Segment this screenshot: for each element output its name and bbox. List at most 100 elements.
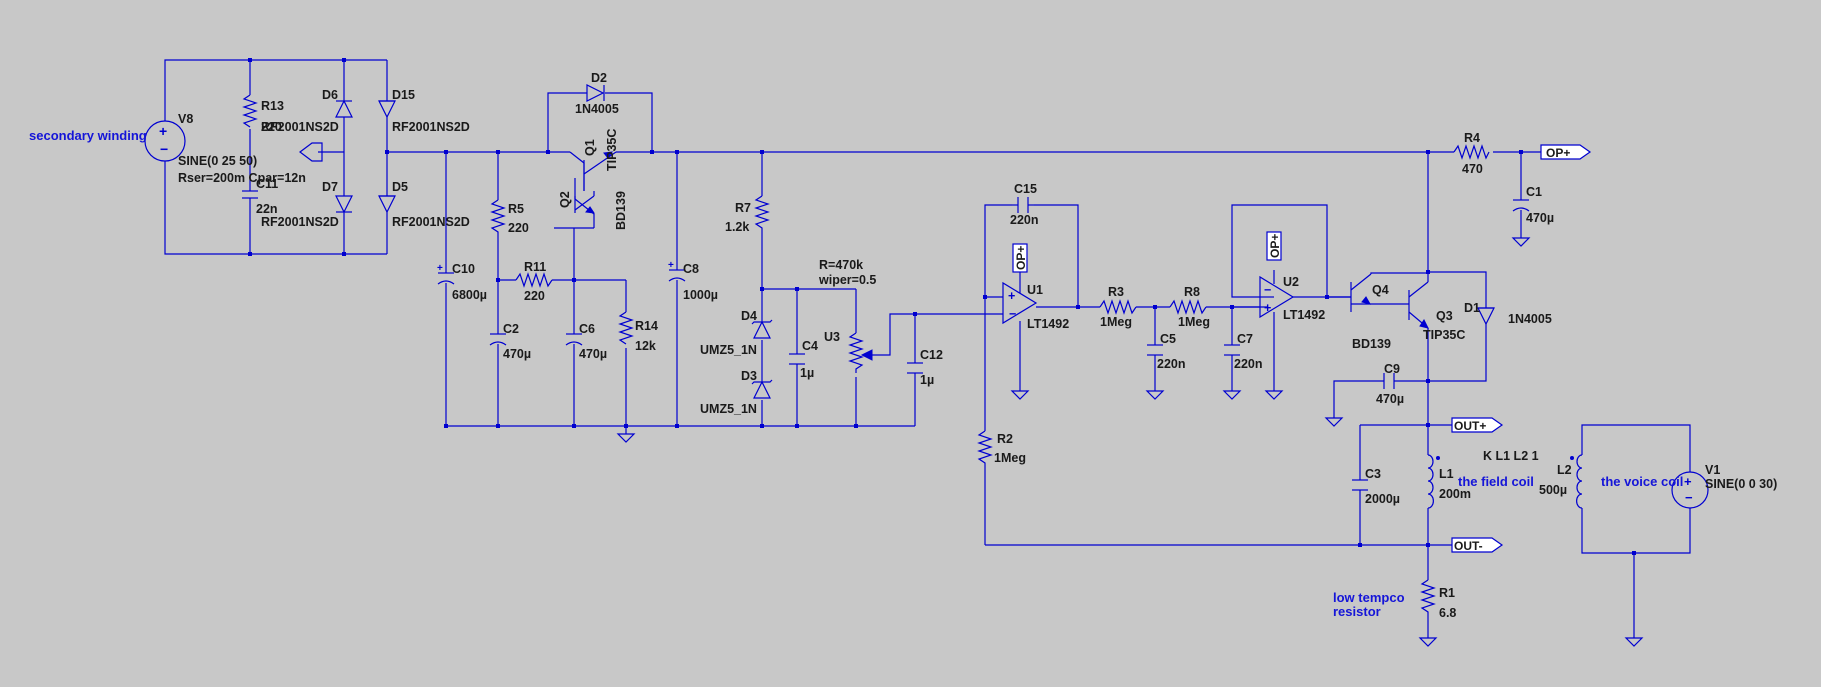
svg-text:1000µ: 1000µ [683,288,718,302]
op-plus-flag-u2 [1266,231,1282,261]
source-v8-symbol: + − [144,120,186,162]
svg-text:Rser=200m Cpar=12n: Rser=200m Cpar=12n [178,171,306,185]
svg-text:C2: C2 [503,322,519,336]
svg-text:470µ: 470µ [503,347,531,361]
svg-text:+: + [1264,301,1271,315]
resistor-r7 [754,195,770,234]
svg-text:470µ: 470µ [1376,392,1404,406]
transistor-q4 [1361,296,1372,305]
svg-text:1Meg: 1Meg [1178,315,1210,329]
svg-text:−: − [1685,490,1693,505]
resistor-r5 [490,199,506,236]
svg-text:+: + [437,263,443,274]
resistor-r11 [515,272,553,288]
svg-text:220: 220 [261,120,282,134]
svg-text:22n: 22n [256,202,278,216]
svg-text:U3: U3 [824,330,840,344]
capacitor-c7 [1224,344,1240,356]
resistor-r1 [1420,579,1436,620]
svg-text:Q2: Q2 [558,191,572,208]
svg-text:R7: R7 [735,201,751,215]
resistor-r13 [242,94,258,128]
svg-text:R=470k: R=470k [819,258,863,272]
note-low-tempco: low tempco [1333,590,1405,605]
svg-text:C4: C4 [802,339,818,353]
inductor-l2 [1576,454,1583,509]
note-field-coil: the field coil [1458,474,1534,489]
capacitor-c1 [1512,199,1530,212]
svg-text:D15: D15 [392,88,415,102]
svg-text:470: 470 [1462,162,1483,176]
capacitor-c4 [789,353,805,365]
svg-text:C7: C7 [1237,332,1253,346]
note-resistor: resistor [1333,604,1381,619]
svg-text:1µ: 1µ [800,366,814,380]
diode-d15 [378,100,396,119]
svg-text:RF2001NS2D: RF2001NS2D [261,215,339,229]
svg-text:1Meg: 1Meg [994,451,1026,465]
svg-text:220: 220 [508,221,529,235]
wires [164,59,1691,638]
capacitor-c5 [1147,344,1163,356]
svg-text:220n: 220n [1010,213,1039,227]
svg-text:R14: R14 [635,319,658,333]
svg-text:C1: C1 [1526,185,1542,199]
capacitor-c9 [1383,373,1395,389]
svg-text:+: + [159,123,167,139]
svg-text:C3: C3 [1365,467,1381,481]
svg-text:U2: U2 [1283,275,1299,289]
svg-text:L2: L2 [1557,463,1572,477]
svg-text:UMZ5_1N: UMZ5_1N [700,402,757,416]
diode-d1 [1477,307,1495,326]
resistor-r8 [1169,299,1207,315]
svg-text:D4: D4 [741,309,757,323]
svg-text:V8: V8 [178,112,193,126]
svg-text:R8: R8 [1184,285,1200,299]
svg-text:UMZ5_1N: UMZ5_1N [700,343,757,357]
svg-text:R3: R3 [1108,285,1124,299]
svg-text:D2: D2 [591,71,607,85]
svg-text:C6: C6 [579,322,595,336]
svg-text:+: + [1008,289,1015,303]
svg-text:1N4005: 1N4005 [1508,312,1552,326]
svg-text:OP+: OP+ [1546,146,1570,160]
svg-text:R11: R11 [524,260,546,274]
svg-text:R13: R13 [261,99,284,113]
svg-text:1µ: 1µ [920,373,934,387]
svg-text:OUT-: OUT- [1454,539,1483,553]
coupling-statement: K L1 L2 1 [1483,449,1539,463]
svg-text:C15: C15 [1014,182,1037,196]
svg-text:12k: 12k [635,339,656,353]
svg-text:−: − [1009,307,1016,321]
svg-text:D3: D3 [741,369,757,383]
resistor-r3 [1099,299,1137,315]
svg-text:500µ: 500µ [1539,483,1567,497]
svg-text:−: − [1264,283,1271,297]
svg-text:1Meg: 1Meg [1100,315,1132,329]
svg-text:D5: D5 [392,180,408,194]
capacitor-c12 [907,362,923,374]
svg-text:6.8: 6.8 [1439,606,1456,620]
op-plus-flag-u1-text: OP+ [1014,246,1028,270]
svg-text:TIP35C: TIP35C [1423,328,1465,342]
capacitor-c15 [1012,197,1034,213]
inductor-l1 [1427,454,1434,509]
ground-symbols [616,237,1644,647]
op-plus-flag-u2-text: OP+ [1268,234,1282,258]
svg-text:2000µ: 2000µ [1365,492,1400,506]
resistor-r2 [977,430,993,469]
opamp-u1: + − [1002,281,1038,325]
op-plus-flag-u1 [1012,243,1028,273]
svg-text:C11: C11 [256,177,278,191]
svg-text:C9: C9 [1384,362,1400,376]
transistor-q1 [583,151,614,191]
inductor-l2-dot [1570,456,1574,460]
svg-text:1N4005: 1N4005 [575,102,619,116]
svg-text:C5: C5 [1160,332,1176,346]
svg-text:R2: R2 [997,432,1013,446]
svg-text:C10: C10 [452,262,475,276]
opamp-u2: − + [1259,275,1310,319]
capacitor-c8: + [668,260,686,282]
resistor-r14 [618,311,634,345]
svg-text:RF2001NS2D: RF2001NS2D [261,120,339,134]
